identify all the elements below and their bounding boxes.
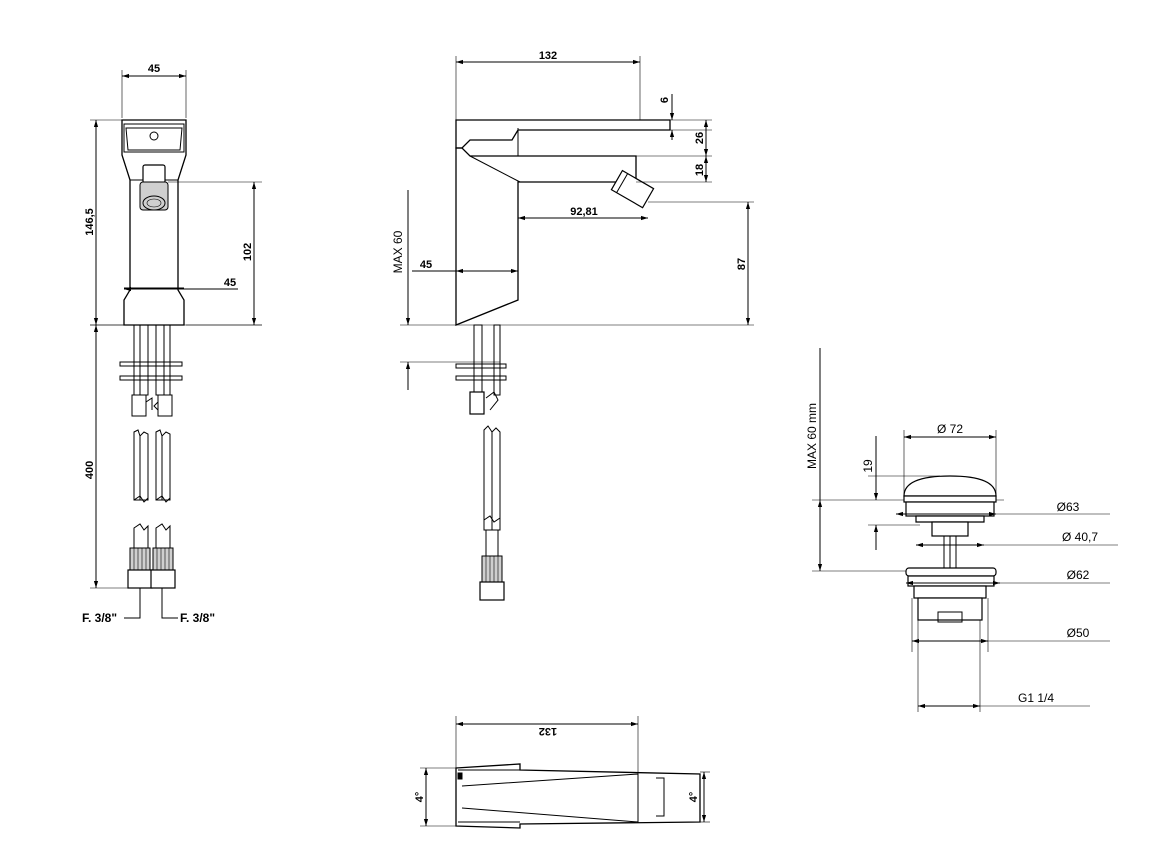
drain-max-label: MAX 60 mm: [805, 403, 819, 469]
front-inner-width-label: 45: [224, 277, 236, 289]
d50-label: Ø50: [1067, 626, 1090, 640]
side-body-width-label: 45: [420, 259, 432, 271]
cap-diameter-label: Ø 72: [937, 422, 963, 436]
lever: [455, 119, 671, 149]
lever-gap-label: 6: [659, 97, 671, 103]
max-thickness-label: MAX 60: [391, 230, 405, 273]
faucet-top-outline: [455, 763, 701, 829]
front-height-label: 146,5: [84, 208, 96, 236]
d63-label: Ø63: [1057, 500, 1080, 514]
side-view: 132 6 26 18 92,81 87: [391, 50, 754, 601]
faucet-body-side: [455, 147, 637, 326]
front-width-label: 45: [148, 63, 160, 75]
angle-right-label: 4°: [688, 792, 700, 803]
body-step-label: 18: [694, 164, 706, 176]
top-length-label: 132: [539, 725, 557, 737]
lever-pin-icon: [457, 772, 463, 780]
thread-label: G1 1/4: [1018, 691, 1054, 705]
faucet-body-front: [121, 119, 187, 326]
connection-left-label: F. 3/8": [82, 611, 117, 625]
cap-height-label: 19: [861, 459, 875, 473]
lever-hole-icon: [149, 131, 159, 141]
d40-label: Ø 40,7: [1062, 530, 1098, 544]
front-spout-height-label: 102: [242, 243, 254, 261]
spout: [610, 169, 655, 209]
d62-label: Ø62: [1067, 568, 1090, 582]
angle-left-label: 4°: [414, 792, 426, 803]
connection-right-label: F. 3/8": [180, 611, 215, 625]
lever-height-label: 26: [694, 132, 706, 144]
side-length-label: 132: [539, 50, 557, 62]
top-view: 132 4° 4°: [414, 716, 710, 829]
spout-reach-label: 92,81: [570, 206, 598, 218]
hose-length-label: 400: [84, 461, 96, 479]
side-spout-height-label: 87: [736, 258, 748, 270]
drain-view: MAX 60 mm Ø 72 19 Ø63 Ø 40,7: [805, 348, 1118, 712]
front-view: 45 146,5 102 45: [82, 63, 262, 625]
drain-cap: [903, 475, 997, 497]
